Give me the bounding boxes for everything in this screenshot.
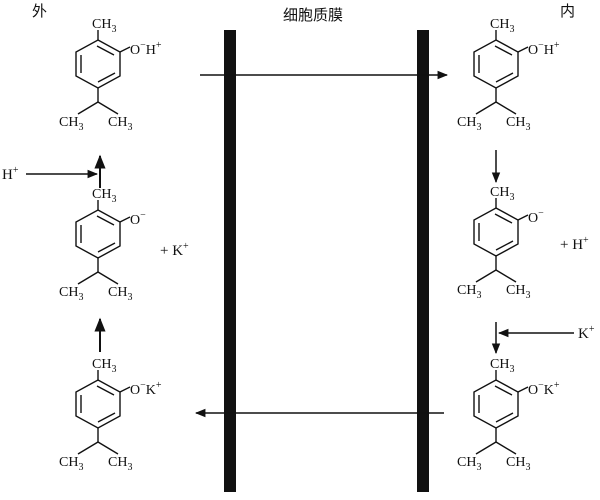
inside-label: 内 — [560, 2, 575, 20]
svg-text:O−K+: O−K+ — [130, 380, 162, 398]
svg-text:O−: O− — [130, 210, 146, 228]
thymol-molecule-outside-bottom: CH3 O−K+ CH3 CH3 — [59, 357, 162, 473]
membrane-label: 细胞质膜 — [283, 6, 343, 24]
svg-text:CH3: CH3 — [506, 455, 530, 473]
svg-text:CH3: CH3 — [59, 455, 83, 473]
isopropyl-methyl-right-label: CH3 — [108, 115, 132, 133]
svg-text:CH3: CH3 — [92, 187, 116, 205]
svg-text:CH3: CH3 — [457, 283, 481, 301]
svg-text:O−H+: O−H+ — [528, 40, 560, 58]
svg-text:CH3: CH3 — [108, 285, 132, 303]
membrane-outer-layer — [224, 30, 236, 492]
svg-text:CH3: CH3 — [108, 455, 132, 473]
thymol-molecule-outside-top: CH3 O−H+ CH3 CH3 — [59, 17, 162, 133]
svg-text:CH3: CH3 — [457, 115, 481, 133]
methyl-label: CH3 — [92, 17, 116, 35]
svg-text:CH3: CH3 — [506, 115, 530, 133]
thymol-molecule-outside-mid: CH3 O− CH3 CH3 — [59, 187, 146, 303]
isopropyl-methyl-left-label: CH3 — [59, 115, 83, 133]
svg-text:CH3: CH3 — [490, 17, 514, 35]
svg-text:CH3: CH3 — [92, 357, 116, 375]
svg-text:CH3: CH3 — [59, 285, 83, 303]
k-plus-ion-inside: K+ — [578, 324, 595, 342]
k-plus-ion-outside: + K+ — [160, 241, 189, 259]
h-plus-ion-outside: H+ — [2, 165, 19, 183]
svg-text:CH3: CH3 — [490, 185, 514, 203]
svg-text:O−K+: O−K+ — [528, 380, 560, 398]
svg-text:CH3: CH3 — [506, 283, 530, 301]
svg-text:CH3: CH3 — [457, 455, 481, 473]
thymol-molecule-inside-top: CH3 O−H+ CH3 CH3 — [457, 17, 560, 133]
thymol-molecule-inside-bottom: CH3 O−K+ CH3 CH3 — [457, 357, 560, 473]
outside-label: 外 — [32, 2, 47, 20]
h-plus-ion-inside: + H+ — [560, 235, 589, 253]
svg-text:O−: O− — [528, 208, 544, 226]
hydroxyl-label: O−H+ — [130, 40, 162, 58]
membrane-inner-layer — [417, 30, 429, 492]
svg-text:CH3: CH3 — [490, 357, 514, 375]
thymol-molecule-inside-mid: CH3 O− CH3 CH3 — [457, 185, 544, 301]
